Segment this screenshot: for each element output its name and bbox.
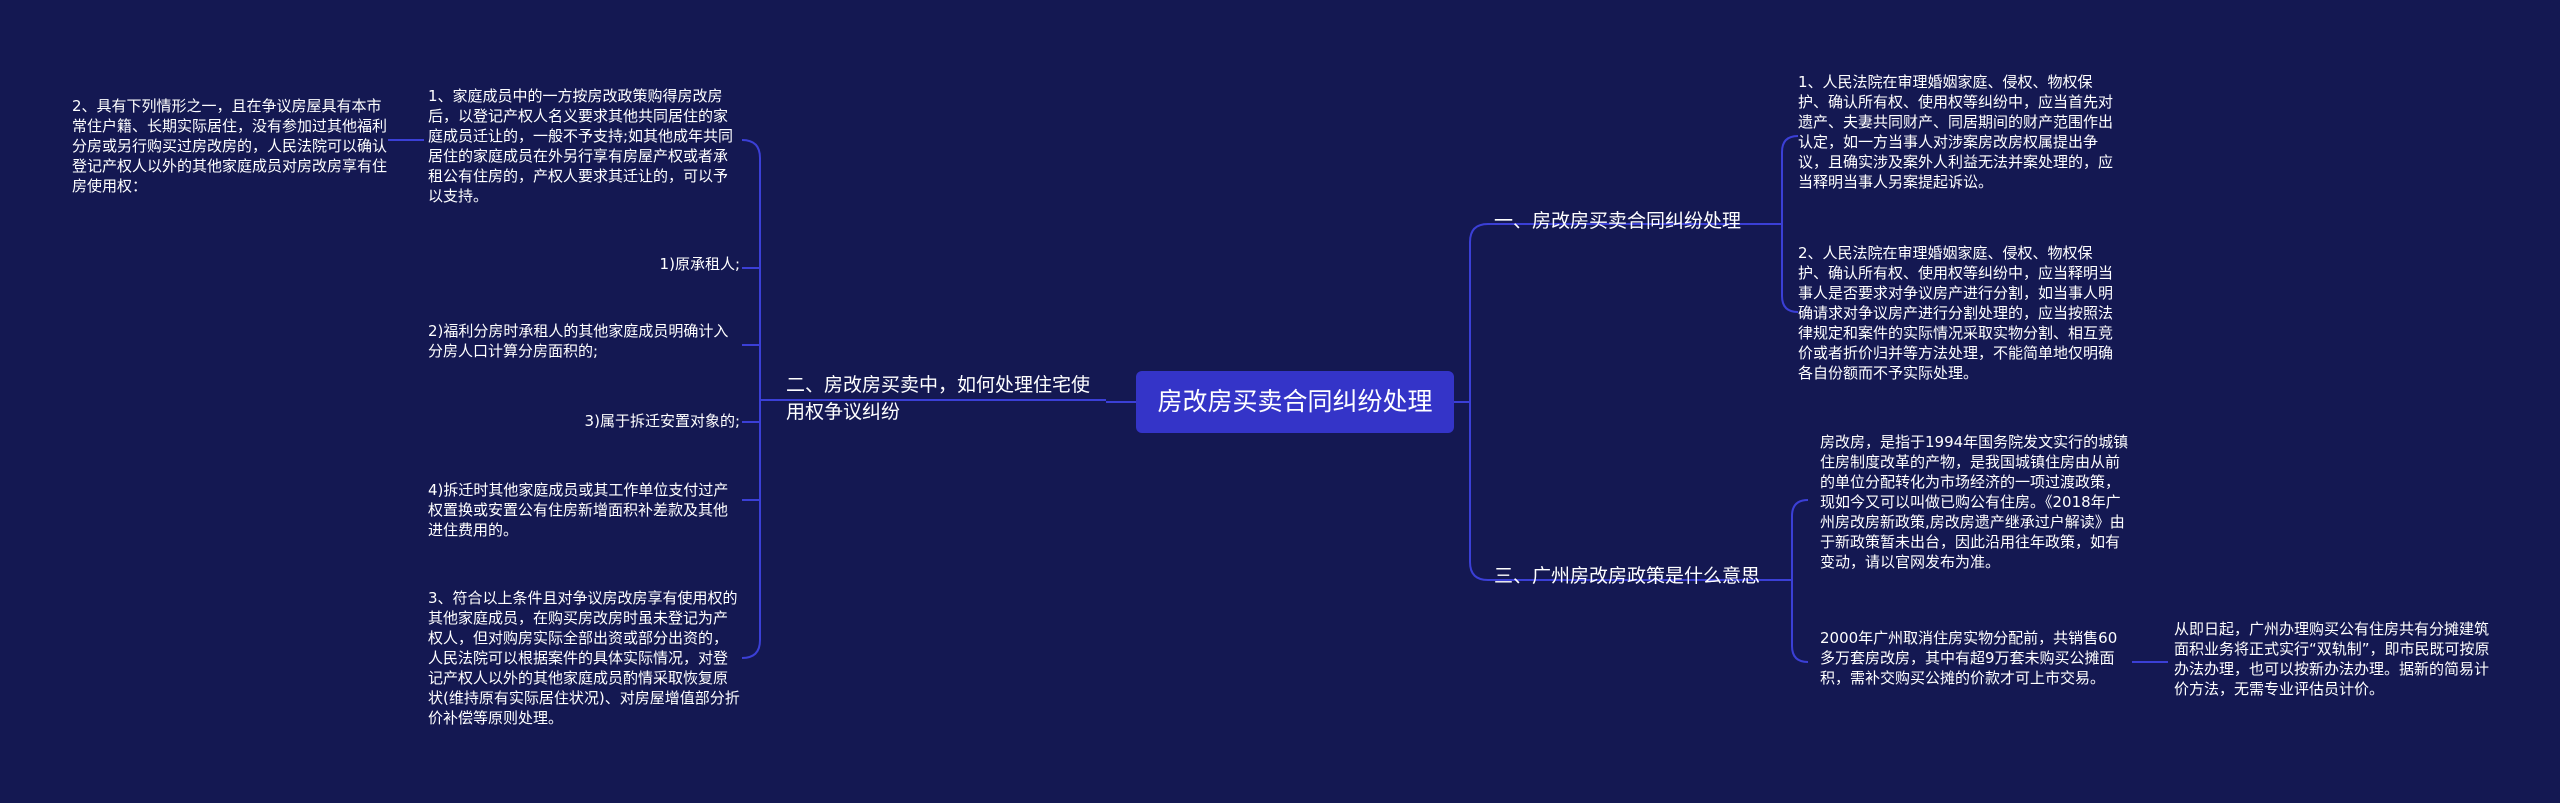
leaf-use-rights-condition-3: 3)属于拆迁安置对象的;	[584, 412, 740, 430]
connector-b2-stubs	[742, 267, 760, 501]
leaf-use-rights-condition-2: 2)福利分房时承租人的其他家庭成员明确计入分房人口计算分房面积的;	[428, 322, 729, 360]
branch-use-rights[interactable]: 二、房改房买卖中，如何处理住宅使用权争议纠纷	[786, 374, 1091, 423]
connector-trunk-right	[1469, 223, 1489, 581]
leaf-policy-dual-track: 从即日起，广州办理购买公有住房共有分摊建筑面积业务将正式实行“双轨制”，即市民既…	[2174, 620, 2490, 698]
root-node[interactable]: 房改房买卖合同纠纷处理	[1136, 371, 1454, 433]
connector-trunk-left	[741, 139, 780, 659]
leaf-use-rights-condition-1: 1)原承租人;	[659, 255, 740, 273]
leaf-policy-definition: 房改房，是指于1994年国务院发文实行的城镇住房制度改革的产物，是我国城镇住房由…	[1820, 433, 2129, 571]
leaf-use-rights-1: 1、家庭成员中的一方按房改政策购得房改房后，以登记产权人名义要求其他共同居住的家…	[428, 87, 734, 205]
branch-guangzhou-policy[interactable]: 三、广州房改房政策是什么意思	[1494, 565, 1761, 587]
leaf-use-rights-3: 3、符合以上条件且对争议房改房享有使用权的其他家庭成员，在购买房改房时虽未登记为…	[428, 589, 740, 727]
leaf-use-rights-2: 2、具有下列情形之一，且在争议房屋具有本市常住户籍、长期实际居住，没有参加过其他…	[72, 97, 388, 195]
leaf-use-rights-condition-4: 4)拆迁时其他家庭成员或其工作单位支付过产权置换或安置公有住房新增面积补差款及其…	[428, 481, 729, 539]
leaf-disputes-2: 2、人民法院在审理婚姻家庭、侵权、物权保护、确认所有权、使用权等纠纷中，应当释明…	[1798, 244, 2114, 382]
connector-b3-children	[1780, 499, 1809, 663]
leaf-disputes-1: 1、人民法院在审理婚姻家庭、侵权、物权保护、确认所有权、使用权等纠纷中，应当首先…	[1798, 73, 2114, 191]
branch-disputes[interactable]: 一、房改房买卖合同纠纷处理	[1494, 210, 1742, 232]
leaf-policy-history: 2000年广州取消住房实物分配前，共销售60多万套房改房，其中有超9万套未购买公…	[1820, 629, 2118, 687]
connector-b1-children	[1772, 135, 1799, 313]
